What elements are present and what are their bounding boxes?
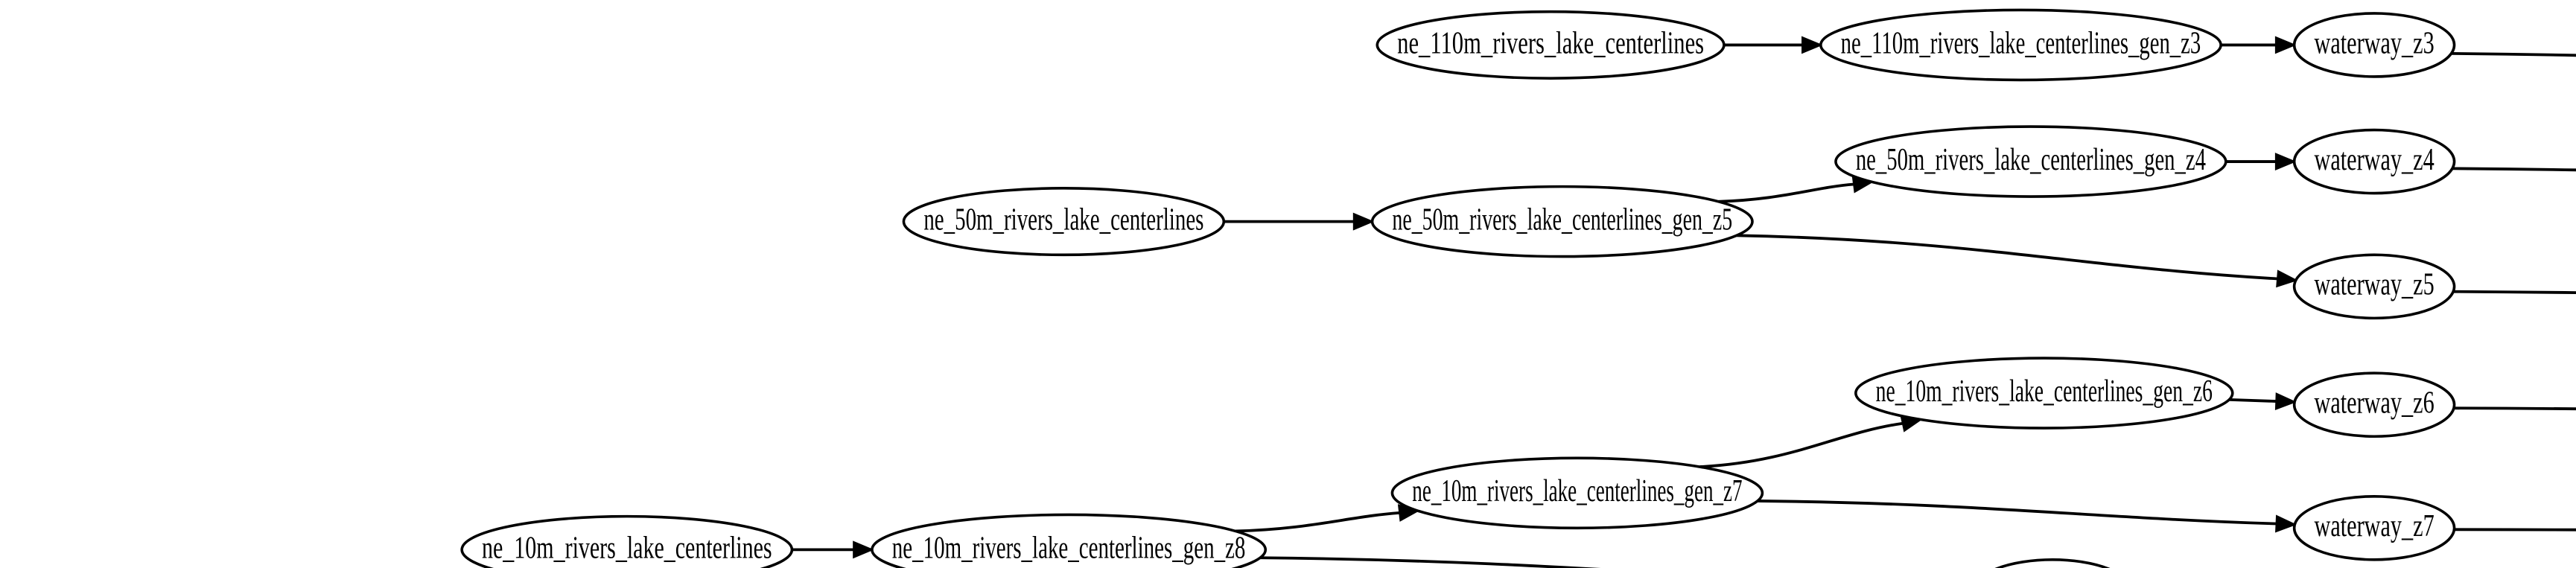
graph-node-ne_50m_rivers_lake_centerlines_gen_z5[interactable]: ne_50m_rivers_lake_centerlines_gen_z5	[1370, 185, 1754, 258]
node-label: waterway_z5	[2315, 267, 2435, 302]
graph-edge	[2453, 406, 2576, 411]
graph-node-ne_110m_rivers_lake_centerlines_gen_z3[interactable]: ne_110m_rivers_lake_centerlines_gen_z3	[1819, 8, 2222, 82]
node-label: ne_10m_rivers_lake_centerlines	[482, 530, 772, 565]
graph-node-waterway_z7[interactable]: waterway_z7	[2292, 494, 2456, 561]
node-label: ne_110m_rivers_lake_centerlines_gen_z3	[1841, 25, 2201, 60]
graph-node-waterway_z5[interactable]: waterway_z5	[2292, 253, 2456, 320]
edges-layer	[792, 36, 2576, 568]
node-label: ne_10m_rivers_lake_centerlines_gen_z6	[1876, 374, 2213, 409]
graph-edge	[1723, 36, 1823, 54]
node-label: ne_50m_rivers_lake_centerlines_gen_z4	[1856, 142, 2206, 177]
graph-node-ne_10m_rivers_lake_centerlines_gen_z7[interactable]: ne_10m_rivers_lake_centerlines_gen_z7	[1390, 456, 1764, 530]
node-label: ne_10m_rivers_lake_centerlines_gen_z7	[1412, 473, 1742, 508]
nodes-layer: imposm3osm_waterway_linestringosm_import…	[460, 8, 2456, 568]
graph-edge	[2451, 51, 2576, 57]
graph-node-ne_10m_rivers_lake_centerlines_gen_z6[interactable]: ne_10m_rivers_lake_centerlines_gen_z6	[1854, 357, 2234, 430]
node-label: ne_50m_rivers_lake_centerlines	[923, 202, 1203, 237]
node-label: ne_110m_rivers_lake_centerlines	[1397, 25, 1704, 60]
graph-edge	[1260, 556, 1602, 568]
graph-node-waterway_z6[interactable]: waterway_z6	[2292, 371, 2456, 438]
graph-node-ne_10m_rivers_lake_centerlines[interactable]: ne_10m_rivers_lake_centerlines	[460, 514, 794, 568]
graph-edge	[1699, 415, 1923, 468]
graph-edge	[2453, 290, 2576, 295]
graph-node-ne_50m_rivers_lake_centerlines_gen_z4[interactable]: ne_50m_rivers_lake_centerlines_gen_z4	[1834, 125, 2227, 198]
node-label: waterway_z3	[2315, 25, 2435, 60]
graph-node-waterway_z8[interactable]: waterway_z8	[1973, 558, 2133, 568]
graph-edge	[2452, 167, 2576, 172]
graph-node-ne_50m_rivers_lake_centerlines[interactable]: ne_50m_rivers_lake_centerlines	[902, 187, 1226, 257]
graph-edge	[2229, 392, 2297, 410]
node-label: ne_50m_rivers_lake_centerlines_gen_z5	[1392, 202, 1732, 237]
graph-edge	[2221, 36, 2297, 54]
graph-edge	[1235, 504, 1420, 533]
graph-node-ne_10m_rivers_lake_centerlines_gen_z8[interactable]: ne_10m_rivers_lake_centerlines_gen_z8	[871, 513, 1267, 568]
graph-edge	[792, 540, 874, 559]
graph-node-ne_110m_rivers_lake_centerlines[interactable]: ne_110m_rivers_lake_centerlines	[1376, 10, 1726, 80]
node-label: waterway_z4	[2315, 142, 2435, 177]
graph-edge	[1224, 212, 1375, 231]
graph-edge	[2225, 153, 2297, 171]
graph-node-waterway_z3[interactable]: waterway_z3	[2292, 12, 2456, 78]
node-label: ne_10m_rivers_lake_centerlines_gen_z8	[892, 530, 1246, 565]
node-label: waterway_z6	[2315, 386, 2435, 421]
graph-edge	[1757, 500, 2297, 533]
graph-edge	[1718, 175, 1874, 203]
node-label: waterway_z7	[2315, 508, 2435, 543]
graph-edge	[1736, 234, 2298, 288]
graph-edge	[2454, 528, 2576, 532]
graph-node-waterway_z4[interactable]: waterway_z4	[2292, 128, 2456, 195]
